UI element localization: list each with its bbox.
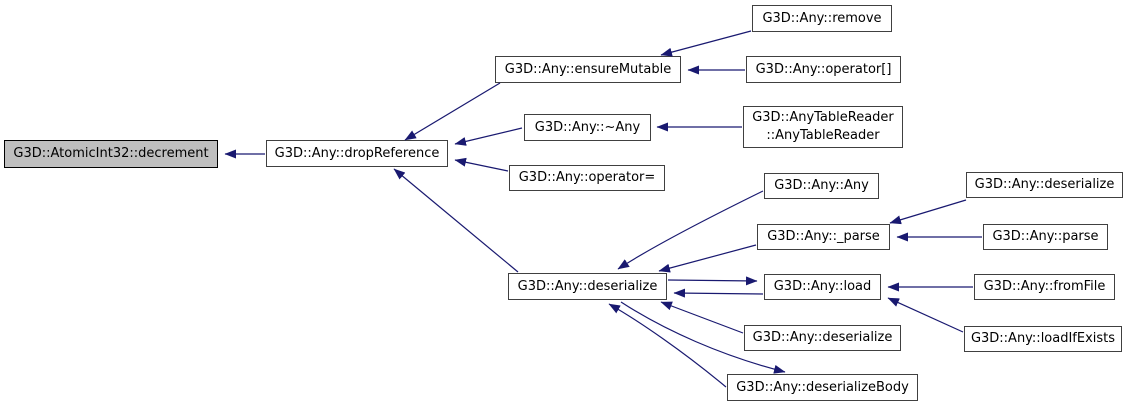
node-operator-assign[interactable]: G3D::Any::operator= bbox=[509, 165, 665, 191]
node-any-ctor[interactable]: G3D::Any::Any bbox=[764, 173, 879, 199]
node-parse-internal[interactable]: G3D::Any::_parse bbox=[757, 224, 890, 250]
node-loadIfExists[interactable]: G3D::Any::loadIfExists bbox=[964, 326, 1122, 352]
node-load[interactable]: G3D::Any::load bbox=[764, 274, 881, 300]
node-any-table-reader[interactable]: G3D::AnyTableReader ::AnyTableReader bbox=[743, 106, 903, 148]
node-deserialize[interactable]: G3D::Any::deserialize bbox=[508, 273, 667, 300]
node-deserialize-top-right[interactable]: G3D::Any::deserialize bbox=[966, 172, 1123, 198]
node-deserializeBody[interactable]: G3D::Any::deserializeBody bbox=[727, 374, 918, 401]
node-operator-index[interactable]: G3D::Any::operator[] bbox=[746, 56, 901, 83]
node-remove[interactable]: G3D::Any::remove bbox=[752, 5, 892, 32]
node-decrement: G3D::AtomicInt32::decrement bbox=[4, 140, 218, 168]
node-ensureMutable[interactable]: G3D::Any::ensureMutable bbox=[495, 56, 681, 83]
node-deserialize-mid-right[interactable]: G3D::Any::deserialize bbox=[744, 325, 901, 351]
node-parse[interactable]: G3D::Any::parse bbox=[983, 224, 1108, 250]
node-destructor-any[interactable]: G3D::Any::~Any bbox=[524, 114, 651, 141]
node-fromFile[interactable]: G3D::Any::fromFile bbox=[974, 274, 1115, 300]
node-dropReference[interactable]: G3D::Any::dropReference bbox=[266, 140, 448, 167]
